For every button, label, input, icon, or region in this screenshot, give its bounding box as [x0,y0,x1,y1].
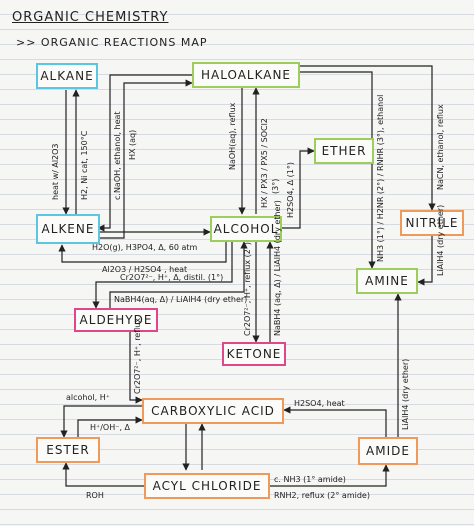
node-amide: AMIDE [358,437,418,465]
label-alcohol-ether: H2SO4, Δ (1°) [286,161,295,218]
arrow-alcohol-to-ether [282,147,315,229]
node-acyl-chloride: ACYL CHLORIDE [144,473,270,499]
label-aldehyde-alcohol: NaBH4(aq, Δ) / LiAlH4 (dry ether) [114,295,248,304]
label-alkane-alkene-1: heat w/ Al2O3 [51,143,60,200]
arrow-aldehyde-to-alcohol [109,241,248,308]
label-aldehyde-acid: Cr2O7²⁻, H⁺, reflux [133,317,142,394]
arrow-ester-to-acid [77,416,143,437]
label-amide-amine: LiAlH4 (dry ether) [401,358,410,430]
node-carboxylic-acid: CARBOXYLIC ACID [142,398,284,424]
arrow-halo-to-nitrile [300,65,436,211]
label-ester-2: H⁺/OH⁻, Δ [90,423,131,432]
label-halo-alcohol: NaOH(aq), reflux [228,102,237,170]
arrow-aldehyde-to-acid [129,332,143,404]
label-alcohol-alkene: Al2O3 / H2SO4 , heat [102,265,188,274]
node-alkene: ALKENE [36,214,100,244]
label-ester-1: alcohol, H⁺ [66,393,110,402]
label-alcohol-halo: HX / PX3 / PX5 / SOCl2 [260,118,269,208]
node-nitrile: NITRILE [400,210,464,236]
label-roh: ROH [86,491,104,500]
label-alcohol-ketone: Cr2O7²⁻, H⁺, reflux (2°) [243,242,252,336]
node-aldehyde: ALDEHYDE [74,308,158,332]
node-haloalkane: HALOALKANE [192,62,300,88]
label-alcohol-halo-3deg: (3°) [271,178,280,194]
page-title: ORGANIC CHEMISTRY [12,10,169,25]
node-alkane: ALKANE [36,63,98,89]
node-ester: ESTER [36,437,100,463]
label-amide-cond-1: c. NH3 (1° amide) [274,475,346,484]
label-ketone-alcohol: NaBH4 (aq, Δ) / LiAlH4 (dry ether) [273,200,282,336]
arrow-acyl-to-amide [270,464,390,487]
arrow-acid-to-ester [60,405,142,438]
label-halo-amine: NH3 (1°) / H2NR (2°) / RNHR (3°), ethano… [376,94,385,262]
arrow-amide-to-acid [283,406,387,437]
page-subtitle: >> ORGANIC REACTIONS MAP [16,36,208,49]
label-alkene-halo-1: c.NaOH, ethanol, heat [113,111,122,200]
label-alkene-alcohol: H2O(g), H3PO4, Δ, 60 atm [92,243,198,252]
label-nitrile-amine: LiAlH4 (dry ether) [436,204,445,276]
arrow-halo-to-amine [300,71,376,269]
node-ether: ETHER [314,138,374,164]
arrow-alcohol-to-alkene [58,240,227,263]
arrow-halo-to-alkene [97,74,192,232]
node-alcohol: ALCOHOL [210,216,282,242]
node-amine: AMINE [356,268,418,294]
label-halo-nitrile: NaCN, ethanol, reflux [436,104,445,190]
label-alkane-alkene-2: H2, Ni cat, 150°C [80,130,89,200]
label-amide-acid: H2SO4, heat [294,399,345,408]
label-alcohol-aldehyde: Cr2O7²⁻, H⁺, Δ, distil. (1°) [120,273,224,282]
arrow-nitrile-to-amine [417,236,433,286]
label-amide-cond-2: RNH2, reflux (2° amide) [274,491,370,500]
arrow-alcohol-to-aldehyde [92,242,233,309]
arrow-alkene-to-halo [100,79,193,239]
node-ketone: KETONE [222,342,286,366]
arrow-acyl-to-ester [62,462,144,487]
label-alkene-halo-2: HX (aq) [128,129,137,160]
